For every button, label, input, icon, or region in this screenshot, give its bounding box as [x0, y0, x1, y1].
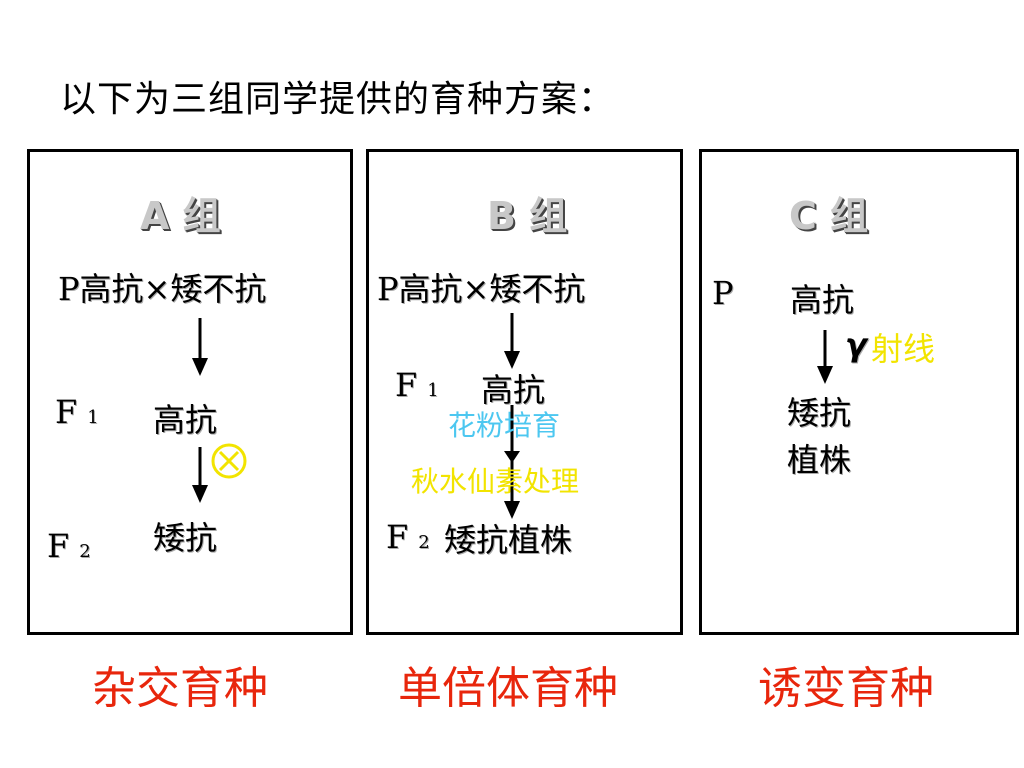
- group-b-box: [366, 149, 683, 635]
- group-a-parent-row: P高抗×矮不抗: [58, 264, 266, 310]
- group-a-cross-symbol: ×: [143, 270, 171, 308]
- group-c-p-label: P: [712, 274, 734, 312]
- group-c-box: [699, 149, 1019, 635]
- group-a-arrow-1: [192, 318, 208, 376]
- group-a-p-label: P: [58, 270, 80, 308]
- group-c-result-line1: 矮抗: [787, 394, 852, 432]
- group-b-parent1: 高抗: [398, 270, 463, 308]
- group-c-heading: C 组: [789, 194, 869, 238]
- group-b-arrow-2: [504, 405, 520, 519]
- group-c-ray-label: 射线: [871, 330, 936, 368]
- group-a-f2-subscript: 2: [79, 541, 91, 562]
- group-b-f1-text: 高抗: [481, 371, 546, 409]
- group-b-f2-text: 矮抗植株: [444, 521, 573, 559]
- group-a-f1-subscript: 1: [87, 407, 99, 428]
- group-c-result-line2: 植株: [787, 441, 852, 479]
- group-b-f2-subscript: 2: [418, 532, 430, 553]
- group-c-arrow: [817, 330, 833, 384]
- group-b-heading: B 组: [487, 194, 568, 238]
- group-b-parent-row: P高抗×矮不抗: [377, 264, 585, 310]
- group-a-f1-text: 高抗: [153, 401, 218, 439]
- group-a-arrow-2: [192, 447, 208, 503]
- method-label-hybrid-breeding: 杂交育种: [92, 663, 268, 714]
- group-b-p-label: P: [377, 270, 399, 308]
- group-b-step-pollen-culture: 花粉培育: [448, 409, 561, 442]
- group-b-step-colchicine: 秋水仙素处理: [411, 465, 580, 498]
- group-b-parent2: 矮不抗: [489, 270, 586, 308]
- group-a-box: [27, 149, 353, 635]
- method-label-haploid-breeding: 单倍体育种: [398, 663, 618, 714]
- group-a-heading: A 组: [140, 194, 221, 238]
- group-c-parent: 高抗: [790, 281, 855, 319]
- group-b-arrow-1: [504, 313, 520, 369]
- page-title: 以下为三组同学提供的育种方案：: [60, 79, 616, 120]
- method-label-mutation-breeding: 诱变育种: [758, 663, 934, 714]
- selfing-icon: [211, 443, 247, 479]
- gamma-symbol: γ: [845, 326, 867, 364]
- group-a-parent2: 矮不抗: [170, 270, 267, 308]
- group-b-f1-subscript: 1: [427, 380, 439, 401]
- group-a-f2-text: 矮抗: [153, 519, 218, 557]
- group-a-parent1: 高抗: [79, 270, 144, 308]
- group-b-cross-symbol: ×: [462, 270, 490, 308]
